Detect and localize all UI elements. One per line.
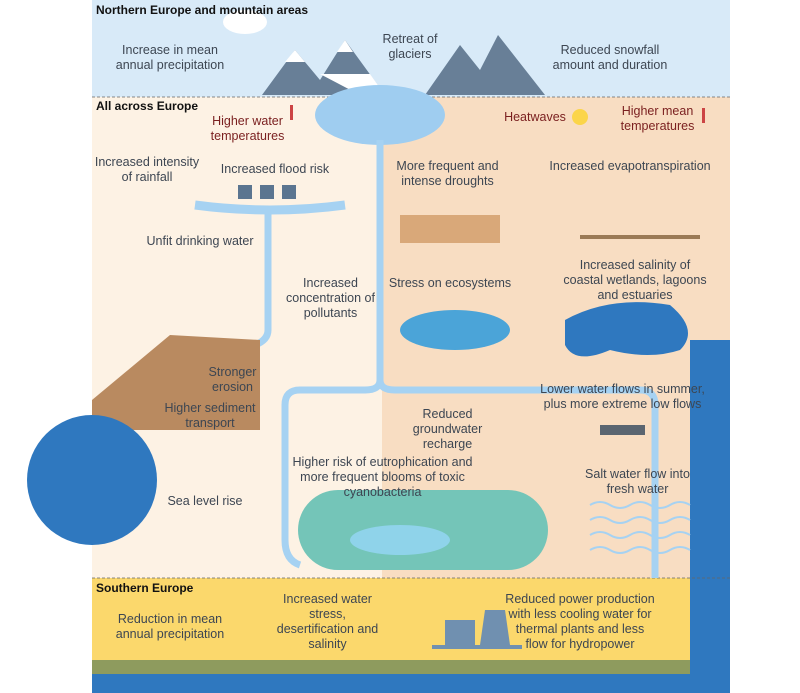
sea-circle	[27, 415, 157, 545]
label-glaciers: Retreat of glaciers	[382, 32, 438, 61]
erosion-hill	[92, 335, 260, 430]
label-power: Reduced power production with less cooli…	[505, 592, 655, 651]
label-groundwater: Reduced groundwater recharge	[412, 407, 483, 451]
houses-icon	[238, 185, 296, 199]
label-droughts: More frequent and intense droughts	[396, 159, 499, 188]
label-salinity-coastal: Increased salinity of coastal wetlands, …	[563, 258, 707, 302]
region-north: Northern Europe and mountain areas	[96, 3, 309, 17]
flood-river	[194, 200, 346, 215]
label-saltwater: Salt water flow into fresh water	[585, 467, 690, 496]
south-band	[92, 578, 730, 660]
label-eutrophication: Higher risk of eutrophication and more f…	[292, 455, 473, 499]
glacier-lake	[315, 85, 445, 145]
label-drinking: Unfit drinking water	[146, 234, 254, 248]
label-heatwaves: Heatwaves	[504, 110, 566, 124]
label-water-stress: Increased water stress, desertification …	[276, 592, 379, 651]
salt-water-waves	[589, 501, 691, 554]
label-precip-increase: Increase in mean annual precipitation	[115, 43, 225, 72]
power-plant-icon	[432, 610, 522, 649]
label-water-temp: Higher water temperatures	[210, 114, 285, 143]
drought-ground	[400, 215, 500, 243]
region-all: All across Europe	[96, 99, 199, 113]
label-rainfall: Increased intensity of rainfall	[94, 155, 200, 184]
label-snowfall: Reduced snowfall amount and duration	[552, 43, 668, 72]
label-pollutants: Increased concentration of pollutants	[286, 276, 375, 320]
label-evapo: Increased evapotranspiration	[549, 159, 711, 173]
label-sediment: Higher sediment transport	[164, 401, 256, 430]
label-flood: Increased flood risk	[220, 162, 330, 176]
cloud-icon	[223, 10, 267, 34]
coastal-lagoon	[565, 302, 688, 357]
label-sea-level: Sea level rise	[167, 494, 243, 508]
label-precip-reduction: Reduction in mean annual precipitation	[115, 612, 225, 641]
label-low-flows: Lower water flows in summer, plus more e…	[540, 382, 705, 411]
ground-strip	[92, 660, 730, 674]
ecosystem-lake	[400, 310, 510, 350]
north-band	[92, 0, 730, 97]
label-mean-temp: Higher mean temperatures	[620, 104, 695, 133]
sea-right	[690, 340, 730, 693]
thermometer-icon	[702, 108, 705, 123]
mountain-right	[425, 35, 545, 95]
sea-bottom	[92, 674, 730, 693]
sun-icon	[572, 109, 588, 125]
boat-icon	[600, 425, 645, 435]
region-south: Southern Europe	[96, 581, 194, 595]
label-erosion: Stronger erosion	[208, 365, 257, 394]
thermometer-icon	[290, 105, 293, 120]
label-ecosystems: Stress on ecosystems	[388, 276, 512, 290]
